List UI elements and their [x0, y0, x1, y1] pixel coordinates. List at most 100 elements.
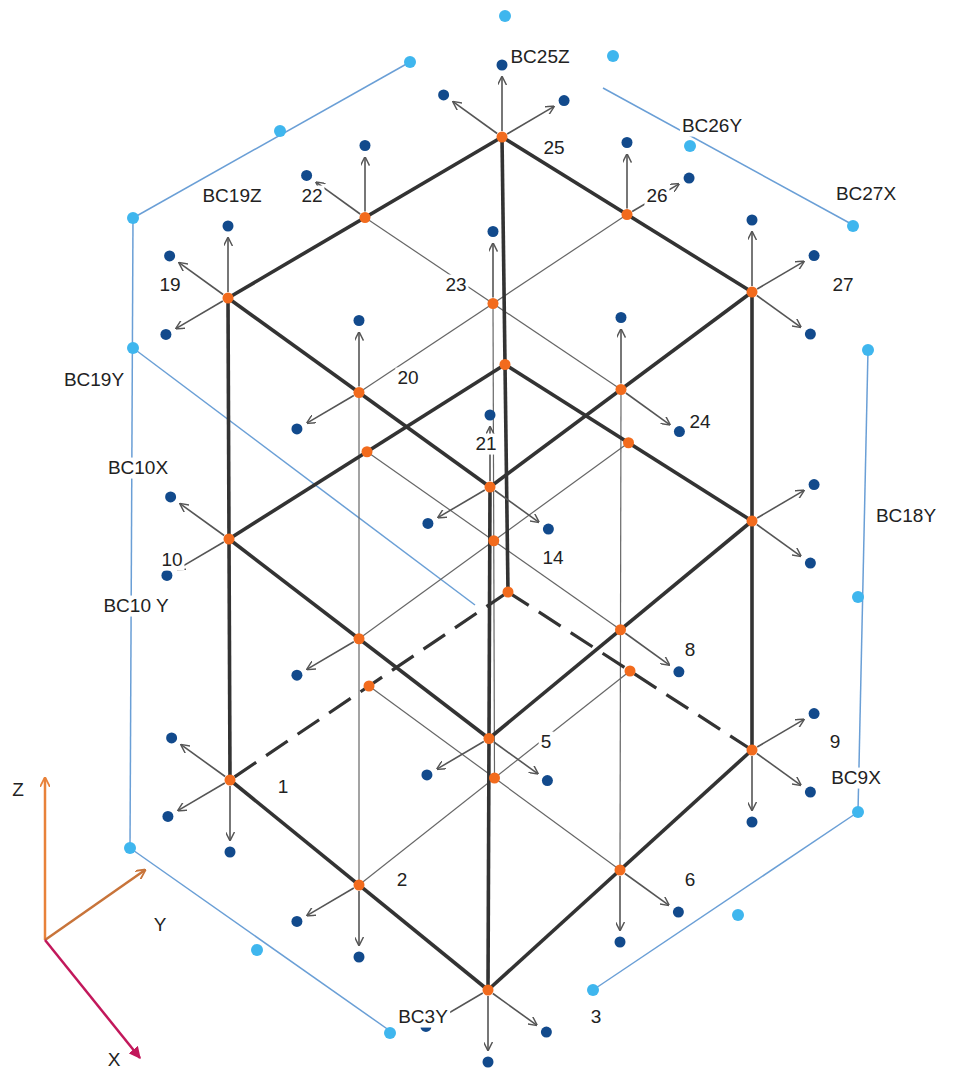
load-arrow [492, 244, 494, 298]
target-dot [485, 410, 496, 421]
load-arrow [751, 756, 753, 810]
target-dot [291, 423, 302, 434]
node-number: 9 [828, 732, 843, 753]
load-arrows [160, 60, 819, 1068]
load-arrow [757, 296, 801, 328]
target-dot [809, 250, 820, 261]
boundary-dot [384, 1027, 396, 1039]
target-dot [541, 1027, 552, 1038]
boundary-dot [251, 944, 263, 956]
bc-label: BC19Y [62, 370, 126, 391]
lattice-node [497, 132, 508, 143]
node-number: 20 [395, 368, 420, 389]
target-dot [354, 315, 365, 326]
boundary-dot [684, 140, 696, 152]
target-dot [684, 173, 695, 184]
lattice-node [625, 666, 636, 677]
load-arrow [438, 490, 485, 517]
load-arrow [437, 742, 484, 769]
bc-label: BC25Z [508, 47, 571, 68]
node-number: 23 [443, 275, 468, 296]
load-arrow [227, 238, 229, 292]
boundary-dot [274, 125, 286, 137]
node-number: 19 [157, 275, 182, 296]
axis-triad [45, 778, 145, 1058]
target-dot [422, 518, 433, 529]
target-dot [165, 491, 176, 502]
bc-label: BC10 Y [101, 596, 170, 617]
target-dot [421, 769, 432, 780]
load-arrow [757, 262, 804, 289]
boundary-dot [499, 10, 511, 22]
lattice-node [622, 209, 633, 220]
node-number: 21 [473, 434, 498, 455]
lattice-node [223, 293, 234, 304]
boundary-dot [127, 342, 139, 354]
boundary-dot [732, 909, 744, 921]
target-dot [673, 666, 684, 677]
bc-label: BC18Y [874, 506, 938, 527]
lattice-node [484, 733, 495, 744]
frame-line [603, 88, 855, 226]
frame-line [858, 350, 868, 812]
load-arrow [501, 77, 503, 131]
load-arrow [179, 263, 223, 295]
target-dot [542, 775, 553, 786]
lattice-node [224, 534, 235, 545]
node-number: 1 [276, 777, 291, 798]
cube-edge [229, 365, 505, 540]
frame-line [593, 812, 858, 990]
node-number: 22 [299, 186, 324, 207]
target-dot [162, 811, 173, 822]
target-dot [488, 226, 499, 237]
target-dot [291, 916, 302, 927]
load-arrow [307, 396, 354, 423]
load-arrow [494, 742, 538, 774]
cube-edge [489, 521, 752, 739]
target-dot [223, 221, 234, 232]
target-dot [809, 479, 820, 490]
cube-edge [488, 750, 752, 990]
cube-edge [228, 137, 502, 298]
target-dot [354, 952, 365, 963]
axis-label: X [106, 1050, 123, 1071]
lattice-node [489, 773, 500, 784]
boundary-dot [852, 591, 864, 603]
axis-arrow [44, 778, 47, 940]
lattice-node [483, 985, 494, 996]
load-arrow [364, 158, 366, 212]
bc-label: BC19Z [200, 186, 263, 207]
boundary-dot [847, 220, 859, 232]
load-arrow [307, 888, 354, 915]
axis-label: Y [152, 915, 169, 936]
cube-edge [229, 539, 489, 739]
frame-line [130, 218, 133, 848]
load-arrow [757, 525, 801, 557]
load-arrow [507, 107, 554, 134]
target-dot [160, 329, 171, 340]
target-dot [225, 847, 236, 858]
lattice-node [747, 516, 758, 527]
target-dot [360, 140, 371, 151]
cube-edge [490, 292, 752, 487]
load-arrow [180, 504, 224, 536]
node-number: 6 [683, 870, 698, 891]
lattice-node [488, 535, 499, 546]
load-arrow [619, 876, 621, 930]
load-arrow [625, 874, 669, 906]
node-number: 3 [589, 1007, 604, 1028]
node-number: 8 [683, 640, 698, 661]
target-dot [809, 708, 820, 719]
bc-label: BC27X [834, 184, 898, 205]
bc-label: BC26Y [680, 116, 744, 137]
load-arrow [757, 491, 804, 518]
node-number: 14 [540, 548, 565, 569]
bc-label: BC10X [106, 458, 170, 479]
target-dot [559, 95, 570, 106]
load-arrow [620, 330, 622, 384]
boundary-dot [852, 806, 864, 818]
load-arrow [229, 786, 231, 840]
lattice-nodes [223, 132, 758, 996]
target-dot [747, 215, 758, 226]
boundary-dot [127, 212, 139, 224]
